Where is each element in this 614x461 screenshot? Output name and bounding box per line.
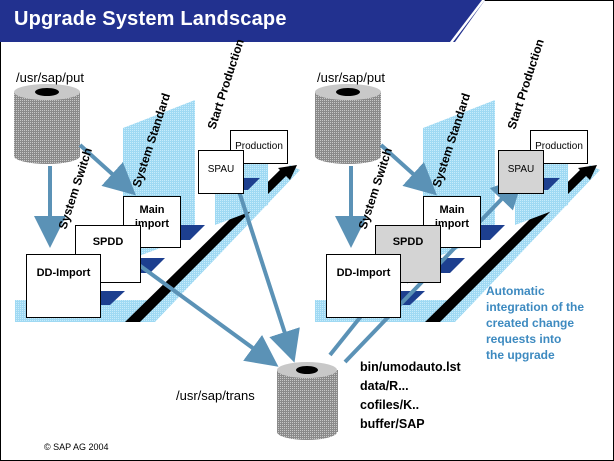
copyright: © SAP AG 2004 (44, 442, 109, 452)
box-label: SPDD (92, 236, 124, 248)
box-label: Main import (434, 204, 470, 230)
left-timeline-arrow-icon (278, 165, 297, 180)
arrow-right-put-to-main (379, 143, 437, 196)
box-label: SPAU (507, 164, 535, 175)
right-ddimport-box: DD-Import (326, 254, 401, 318)
arrow-left-spdd-to-trans (126, 255, 279, 367)
header: Upgrade System Landscape SAP (0, 0, 614, 45)
left-phase-label-production: Start Production (205, 37, 247, 131)
header-bar (0, 0, 485, 42)
right-put-database-icon (315, 84, 381, 164)
left-spau-box: SPAU (198, 150, 244, 194)
box-label: DD-Import (336, 267, 391, 279)
sap-logo: SAP (516, 20, 559, 45)
left-put-database-icon (14, 84, 80, 164)
right-timeline-arrow-icon (578, 165, 597, 180)
note-line: the upgrade (486, 348, 555, 362)
box-label: Production (535, 141, 583, 152)
right-spau-box: SPAU (498, 150, 544, 194)
box-label: DD-Import (36, 267, 91, 279)
arrow-left-spau-to-trans (235, 184, 300, 363)
note-line: Automatic (486, 284, 545, 298)
note-line: requests into (486, 332, 562, 346)
arrow-left-put-to-main (78, 143, 136, 196)
header-logo-band (450, 0, 485, 42)
note-line: integration of the (486, 300, 584, 314)
box-label: Production (235, 141, 283, 152)
trans-file: bin/umodauto.lst (360, 360, 461, 374)
left-put-dir-label: /usr/sap/put (16, 70, 84, 85)
note-line: created change (486, 316, 575, 330)
slide-title: Upgrade System Landscape (14, 8, 287, 30)
trans-dir-label: /usr/sap/trans (176, 388, 255, 403)
left-ddimport-box: DD-Import (26, 254, 101, 318)
trans-file-list: bin/umodauto.lst data/R... cofiles/K.. b… (360, 358, 461, 434)
trans-file: data/R... (360, 379, 409, 393)
trans-database-icon (277, 362, 338, 440)
box-label: SPDD (392, 236, 424, 248)
box-label: Main import (134, 204, 170, 230)
right-phase-label-production: Start Production (505, 37, 547, 131)
automatic-integration-note: Automatic integration of the created cha… (486, 283, 614, 363)
trans-file: buffer/SAP (360, 417, 425, 431)
trans-file: cofiles/K.. (360, 398, 420, 412)
right-put-dir-label: /usr/sap/put (317, 70, 385, 85)
box-label: SPAU (207, 164, 235, 175)
